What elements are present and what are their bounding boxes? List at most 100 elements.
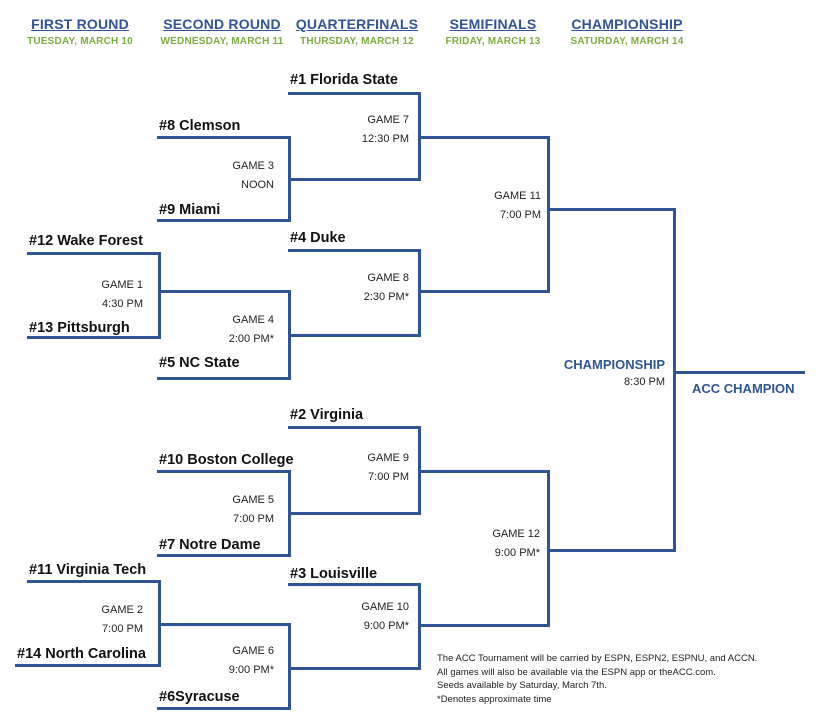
bracket-line <box>288 623 291 710</box>
game-2-info: GAME 2 7:00 PM <box>101 601 143 639</box>
bracket-line <box>288 92 420 95</box>
round-title: FIRST ROUND <box>31 16 129 32</box>
round-title: QUARTERFINALS <box>295 16 419 32</box>
game-12-info: GAME 12 9:00 PM* <box>492 525 540 563</box>
game-label: GAME 1 <box>101 279 143 291</box>
game-9-info: GAME 9 7:00 PM <box>367 449 409 487</box>
game-time: 2:00 PM* <box>228 333 274 345</box>
round-title: CHAMPIONSHIP <box>571 16 683 32</box>
bracket-line <box>27 336 161 339</box>
bracket-line <box>158 290 291 293</box>
game-time: 9:00 PM* <box>494 547 540 559</box>
bracket-line <box>27 252 161 255</box>
bracket-line <box>157 219 291 222</box>
round-date: SATURDAY, MARCH 14 <box>570 36 684 47</box>
game-time: 7:00 PM <box>233 513 274 525</box>
game-time: 7:00 PM <box>102 623 143 635</box>
bracket-line <box>157 707 291 710</box>
game-label: GAME 2 <box>101 604 143 616</box>
broadcast-footnote: The ACC Tournament will be carried by ES… <box>437 652 757 706</box>
round-date: THURSDAY, MARCH 12 <box>300 36 414 47</box>
game-label: GAME 12 <box>492 528 540 540</box>
game-label: GAME 3 <box>232 160 274 172</box>
game-label: GAME 11 <box>494 190 541 202</box>
championship-game-info: CHAMPIONSHIP 8:30 PM <box>564 357 665 388</box>
round-date: TUESDAY, MARCH 10 <box>27 36 133 47</box>
acc-champion-label: ACC CHAMPION <box>692 381 795 396</box>
footnote-line: Seeds available by Saturday, March 7th. <box>437 680 607 691</box>
game-time: 2:30 PM* <box>363 291 409 303</box>
bracket-line <box>288 334 420 337</box>
bracket-line <box>418 470 550 473</box>
bracket-line <box>547 470 550 627</box>
footnote-line: *Denotes approximate time <box>437 693 552 705</box>
team-louisville: #3 Louisville <box>290 566 378 582</box>
bracket-line <box>158 623 291 626</box>
team-notre-dame: #7 Notre Dame <box>159 537 261 553</box>
bracket-line <box>288 470 291 557</box>
game-label: GAME 6 <box>232 645 274 657</box>
team-syracuse: #6Syracuse <box>159 689 240 705</box>
bracket-line <box>27 580 161 583</box>
bracket-line <box>418 290 550 293</box>
bracket-line <box>418 249 421 337</box>
game-7-info: GAME 7 12:30 PM <box>362 111 409 149</box>
team-virginia: #2 Virginia <box>290 407 364 423</box>
game-10-info: GAME 10 9:00 PM* <box>361 598 409 636</box>
game-label: GAME 4 <box>232 314 274 326</box>
game-time: 7:00 PM <box>500 209 541 221</box>
game-time: 7:00 PM <box>368 471 409 483</box>
round-header-first: FIRST ROUND TUESDAY, MARCH 10 <box>10 16 150 47</box>
footnote-line: All games will also be available via the… <box>437 666 716 678</box>
bracket-line <box>288 178 420 181</box>
game-time: 9:00 PM* <box>228 664 274 676</box>
game-time: NOON <box>241 179 274 191</box>
game-1-info: GAME 1 4:30 PM <box>101 276 143 314</box>
game-time: 4:30 PM <box>102 298 143 310</box>
round-date: WEDNESDAY, MARCH 11 <box>160 36 284 47</box>
bracket-line <box>418 624 550 627</box>
game-11-info: GAME 11 7:00 PM <box>494 187 541 225</box>
game-time: 12:30 PM <box>361 133 409 145</box>
bracket-line <box>673 371 805 374</box>
team-boston-college: #10 Boston College <box>159 452 294 468</box>
bracket-line <box>547 549 676 552</box>
team-virginia-tech: #11 Virginia Tech <box>29 562 147 578</box>
team-north-carolina: #14 North Carolina <box>17 646 146 662</box>
round-header-second: SECOND ROUND WEDNESDAY, MARCH 11 <box>152 16 292 47</box>
bracket-line <box>158 252 161 339</box>
team-clemson: #8 Clemson <box>159 118 241 134</box>
bracket-line <box>157 554 291 557</box>
team-nc-state: #5 NC State <box>159 355 240 371</box>
round-header-semifinals: SEMIFINALS FRIDAY, MARCH 13 <box>423 16 563 47</box>
championship-label: CHAMPIONSHIP <box>563 357 665 372</box>
bracket-line <box>288 249 420 252</box>
bracket-line <box>288 136 291 222</box>
bracket-line <box>288 583 420 586</box>
bracket-line <box>15 664 161 667</box>
game-label: GAME 9 <box>367 452 409 464</box>
team-florida-state: #1 Florida State <box>290 72 398 88</box>
bracket-line <box>288 667 420 670</box>
team-duke: #4 Duke <box>290 230 346 246</box>
bracket-line <box>418 136 550 139</box>
round-date: FRIDAY, MARCH 13 <box>445 36 541 47</box>
game-label: GAME 5 <box>232 494 274 506</box>
bracket-line <box>547 136 550 293</box>
round-header-quarterfinals: QUARTERFINALS THURSDAY, MARCH 12 <box>287 16 427 47</box>
team-miami: #9 Miami <box>159 202 221 218</box>
game-8-info: GAME 8 2:30 PM* <box>364 269 409 307</box>
bracket-line <box>288 426 420 429</box>
bracket-line <box>547 208 676 211</box>
team-wake-forest: #12 Wake Forest <box>29 233 143 249</box>
team-pittsburgh: #13 Pittsburgh <box>29 320 130 336</box>
round-header-championship: CHAMPIONSHIP SATURDAY, MARCH 14 <box>557 16 697 47</box>
game-time: 9:00 PM* <box>363 620 409 632</box>
bracket-line <box>157 470 291 473</box>
round-title: SEMIFINALS <box>449 16 537 32</box>
game-label: GAME 8 <box>367 272 409 284</box>
championship-time: 8:30 PM <box>624 376 665 388</box>
game-3-info: GAME 3 NOON <box>232 157 274 195</box>
round-title: SECOND ROUND <box>163 16 281 32</box>
